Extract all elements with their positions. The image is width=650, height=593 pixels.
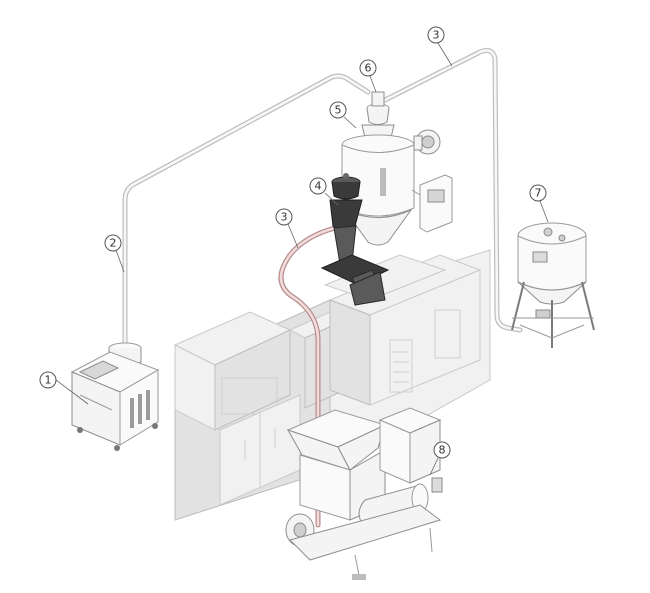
callout-4: 4 [309, 177, 327, 195]
callout-1: 1 [39, 371, 57, 389]
callout-2: 2 [104, 234, 122, 252]
conveying-pipe-3-return [278, 225, 338, 528]
callout-6-label: 6 [365, 62, 372, 75]
callout-3-return-label: 3 [281, 211, 288, 224]
vacuum-loader-unit [70, 342, 160, 451]
conveying-pipe-2 [122, 73, 371, 348]
callout-3-return: 3 [275, 208, 293, 226]
granulator [285, 407, 443, 581]
callout-3-top: 3 [427, 26, 445, 44]
dehumidifying-dryer [341, 91, 453, 246]
conveying-pipe-3-top [382, 48, 523, 333]
callout-7: 7 [529, 184, 547, 202]
callout-1-label: 1 [45, 374, 52, 387]
callout-2-label: 2 [110, 237, 117, 250]
callout-6: 6 [359, 59, 377, 77]
callout-5: 5 [329, 101, 347, 119]
callout-8-label: 8 [439, 444, 446, 457]
callout-5-label: 5 [335, 104, 342, 117]
hopper-loader [320, 173, 390, 306]
callout-3-top-label: 3 [433, 29, 440, 42]
callout-8: 8 [433, 441, 451, 459]
callout-7-label: 7 [535, 187, 542, 200]
leader-lines [55, 42, 549, 476]
mixing-tank [511, 222, 595, 348]
callout-4-label: 4 [315, 180, 322, 193]
